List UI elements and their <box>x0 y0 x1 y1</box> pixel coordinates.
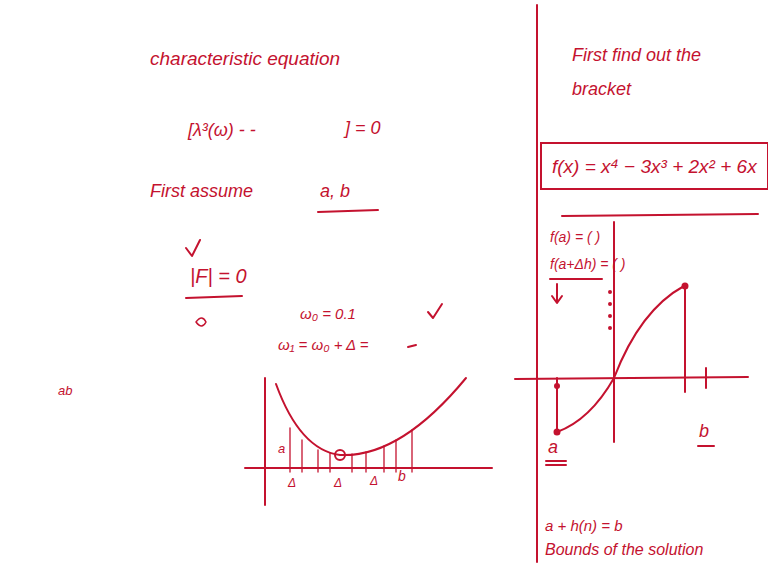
handwritten-note: First assume <box>150 181 253 203</box>
handwritten-note: Δ <box>370 474 378 488</box>
handwritten-note: ω₁ = ω₀ + Δ = <box>278 336 368 354</box>
handwritten-note: Bounds of the solution <box>545 540 703 559</box>
handwritten-note: characteristic equation <box>150 48 340 71</box>
handwritten-note: First find out the bracket <box>572 38 742 106</box>
handwritten-note: a <box>278 441 285 457</box>
handwritten-note: ] = 0 <box>345 118 381 140</box>
handwritten-note: ab <box>58 383 72 399</box>
handwritten-note: b <box>398 468 406 485</box>
handwritten-note: a <box>548 437 558 459</box>
handwritten-note: f(a) = ( ) <box>550 229 600 246</box>
handwritten-note: b <box>699 421 709 443</box>
handwritten-note: f(a+Δh) = ( ) <box>550 256 626 273</box>
formula-text: f(x) = x⁴ − 3x³ + 2x² + 6x <box>552 156 757 178</box>
handwritten-note: a, b <box>320 181 350 203</box>
handwritten-note: ω₀ = 0.1 <box>300 305 356 323</box>
handwritten-note: |F| = 0 <box>190 264 247 288</box>
handwritten-note: a + h(n) = b <box>545 517 623 535</box>
handwritten-note: Δ <box>334 476 342 490</box>
handwritten-note: Δ <box>288 476 296 490</box>
formula-box: f(x) = x⁴ − 3x³ + 2x² + 6x <box>540 142 768 190</box>
handwritten-note: [λ³(ω) - - <box>188 120 256 142</box>
